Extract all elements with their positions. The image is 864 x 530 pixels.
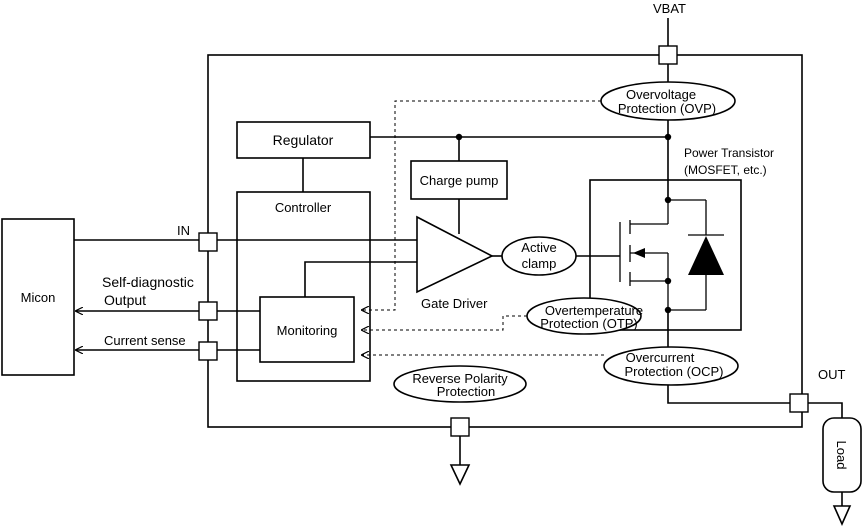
micon-label: Micon	[21, 290, 56, 305]
ocp-ellipse	[603, 346, 739, 386]
cs-pin	[198, 341, 218, 361]
selfdiag-label-1: Self-diagnostic	[102, 274, 194, 290]
active-clamp-label-2: clamp	[522, 256, 557, 271]
monitoring-block	[259, 296, 355, 363]
monitoring-label: Monitoring	[277, 323, 338, 338]
active-clamp-label-1: Active	[521, 240, 556, 255]
ovp-label-1: Overvoltage	[626, 87, 696, 102]
source-out-line	[667, 310, 790, 404]
power-transistor-label-1: Power Transistor	[684, 146, 774, 160]
rpp-label-2: Protection	[437, 384, 496, 399]
monitor-driver-line	[304, 261, 417, 297]
rpp-ellipse	[393, 365, 527, 403]
gate-driver-label: Gate Driver	[421, 296, 488, 311]
mosfet-icon	[619, 196, 672, 314]
power-transistor-label-2: (MOSFET, etc.)	[684, 163, 767, 177]
out-pin	[789, 393, 809, 413]
ocp-label-2: Protection (OCP)	[625, 364, 724, 379]
gate-driver-triangle	[416, 215, 494, 294]
micon-block	[1, 218, 75, 376]
gnd-pin	[450, 417, 470, 437]
junction-dot	[455, 133, 463, 141]
otp-label-2: Protection (OTP)	[540, 316, 638, 331]
junction-dot	[664, 133, 672, 141]
ovp-label-2: Protection (OVP)	[618, 101, 716, 116]
in-label: IN	[177, 223, 190, 238]
power-transistor-box	[589, 179, 742, 331]
vbat-label: VBAT	[653, 1, 686, 16]
out-label: OUT	[818, 367, 846, 382]
out-load-line	[808, 402, 843, 418]
ocp-label-1: Overcurrent	[626, 350, 695, 365]
load-label: Load	[834, 441, 849, 470]
selfdiag-pin	[198, 301, 218, 321]
cs-label: Current sense	[104, 333, 186, 348]
load-ground-icon	[832, 505, 852, 526]
selfdiag-label-2: Output	[104, 292, 146, 308]
regulator-block	[236, 121, 371, 159]
regulator-label: Regulator	[273, 132, 334, 148]
ground-icon	[449, 464, 471, 486]
rpp-label-1: Reverse Polarity	[412, 371, 508, 386]
otp-label-1: Overtemperature	[545, 303, 643, 318]
otp-signal-line	[362, 315, 527, 330]
diode-icon	[668, 199, 724, 311]
charge-pump-label: Charge pump	[420, 173, 499, 188]
in-pin	[198, 232, 218, 252]
charge-pump-block	[410, 160, 508, 200]
ovp-signal-line	[362, 100, 601, 310]
vbat-pin	[658, 45, 678, 65]
controller-label: Controller	[275, 200, 332, 215]
